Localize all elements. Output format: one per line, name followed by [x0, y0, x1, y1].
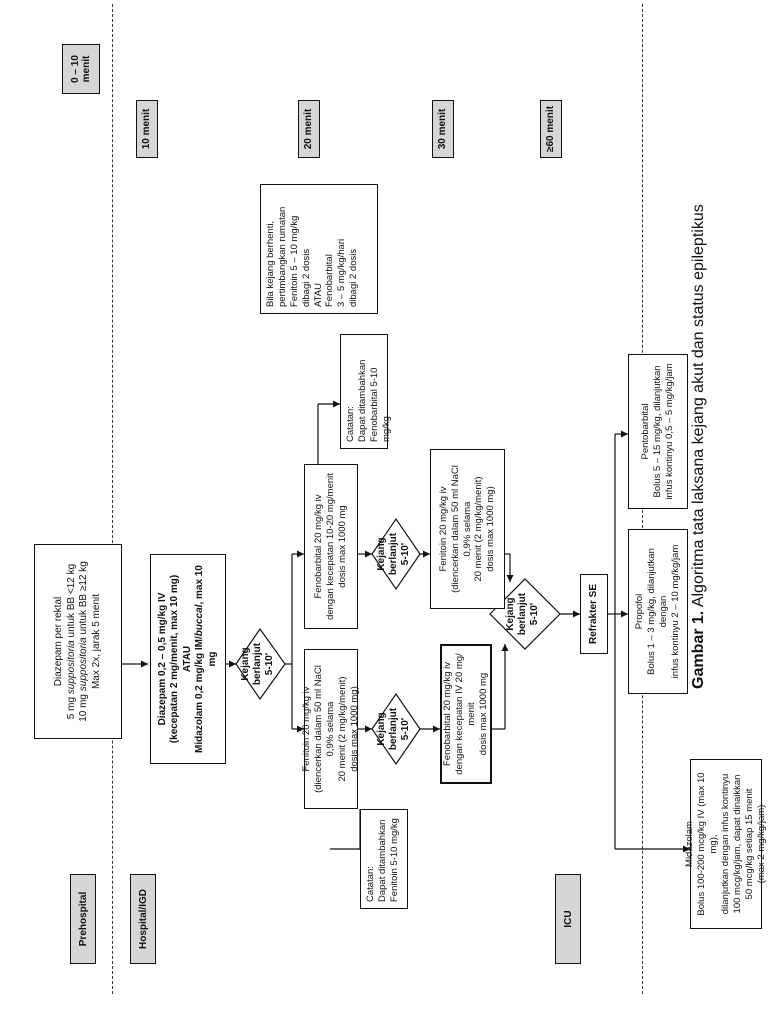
time-0-10: 0 – 10 menit [62, 44, 100, 94]
fen1-line4: dosis max 1000 mg) [348, 686, 360, 772]
hosp-line1: Diazepam 0,2 – 0,5 mg/kg IV [156, 592, 168, 726]
time-10: 10 menit [136, 100, 158, 158]
note-fb-line1: Dapat ditambahkan [356, 359, 368, 442]
decision-text-1: Kejang berlanjut 5-10' [240, 642, 275, 686]
fenobarbital-box-1: Fenobarbital 20 mg/kg iv dengan kecepata… [304, 464, 358, 629]
pre-line1c: untuk BB <12 kg [65, 563, 77, 641]
prop-title: Propofol [634, 593, 646, 630]
fen1-line2: (diencerkan dalam 50 ml NaCl 0,9% selama [313, 665, 337, 793]
fb2-line3: menit [466, 702, 477, 726]
mid-line1: Bolus 100-200 mcg/kg IV (max 10 mg), [696, 772, 720, 916]
stop-line3: dibagi 2 dosis [300, 248, 312, 307]
prehospital-diazepam-box: Diazepam per rektal 5 mg suppositoria un… [34, 544, 122, 739]
propofol-box: Propofol Bolus 1 – 3 mg/kg, dilanjutkan … [628, 529, 688, 694]
decision-diamond-4 [489, 578, 561, 650]
decision-text-4: Kejang berlanjut 5-10' [505, 592, 540, 636]
fb1-line1: Fenobarbital 20 mg/kg iv [313, 494, 325, 599]
fen2-line3: 20 menit (2 mg/kg/menit) [473, 476, 485, 582]
note-fb-title: Catatan: [345, 406, 356, 442]
stop-line2: Fenitoin 5 – 10 mg/kg [288, 215, 300, 307]
fen2-line1: Fenitoin 20 mg/kg iv [437, 486, 449, 572]
stop-maintenance-box: Bila kejang berhenti, pertimbangkan ruma… [260, 184, 378, 314]
fen1-line3: 20 menit (2 mg/kg/menit) [336, 676, 348, 782]
stop-title: Bila kejang berhenti, [265, 220, 276, 307]
mid-line4: 50 mcg/kg setiap 15 menit [743, 788, 755, 900]
note-fen-title: Catatan: [365, 866, 376, 902]
midazolam-box: Midazolam Bolus 100-200 mcg/kg IV (max 1… [684, 759, 767, 929]
stop-line5: Fenobarbital [324, 254, 336, 307]
note-fen-line1: Dapat ditambahkan [376, 819, 388, 902]
decision-diamond-3 [371, 517, 421, 591]
decision-text-3: Kejang berlanjut 5-10' [376, 532, 411, 576]
fenitoin-box-1: Fenitoin 20 mg/kg iv (diencerkan dalam 5… [301, 649, 360, 809]
pento-line2: infus kontinyu 0,5 – 5 mg/kg/jam [663, 363, 675, 500]
pre-line2a: 10 mg [78, 691, 89, 722]
hosp-line4b: buccal [194, 604, 206, 637]
pentobarbital-box: Pentobarbital Bolus 5 – 15 mg/kg, dilanj… [628, 354, 688, 509]
decision-diamond-2 [371, 692, 421, 766]
fen2-line2: (diencerkan dalam 50 ml NaCl 0,9% selama [449, 465, 473, 593]
time-60: ≥60 menit [540, 100, 562, 158]
pre-line2c: untuk BB ≥12 kg [78, 561, 89, 638]
time-20: 20 menit [298, 100, 320, 158]
stop-line6: 3 – 5 mg/kg/hari [336, 238, 348, 307]
fen2-line4: dosis max 1000 mg) [485, 486, 497, 572]
dash-line-prehospital [112, 4, 113, 994]
note-fen-line2: Fenitoin 5-10 mg/kg [388, 818, 400, 902]
mid-line2: dilanjutkan dengan infus kontinyu [720, 773, 732, 915]
note-fb-line2: Fenobarbital 5-10 mg/kg [368, 367, 392, 442]
pento-line1: Bolus 5 – 15 mg/kg, dilanjutkan [652, 365, 664, 498]
prop-line1: Bolus 1 – 3 mg/kg, dilanjutkan dengan [646, 548, 669, 675]
refrakter-se-box: Refrakter SE [580, 574, 608, 654]
mid-title: Midazolam [684, 821, 696, 867]
fenitoin-box-2: Fenitoin 20 mg/kg iv (diencerkan dalam 5… [430, 449, 505, 609]
stop-line7: dibagi 2 dosis [348, 248, 360, 307]
caption-text: Algoritma tata laksana kejang akut dan s… [690, 204, 707, 611]
pre-line3: Max 2x, jarak 5 menit [90, 593, 102, 690]
decision-diamond-1 [235, 627, 286, 701]
phase-hospital: Hospital/IGD [130, 874, 156, 964]
fb1-line3: dosis max 1000 mg [336, 505, 348, 588]
hosp-line4a: Midazolam 0,2 mg/kg IM/ [194, 636, 206, 753]
note-fenitoin-box: Catatan: Dapat ditambahkan Fenitoin 5-10… [360, 809, 408, 909]
phase-prehospital: Prehospital [70, 874, 96, 964]
pre-line2b: suppositoria [78, 637, 89, 692]
pre-line1a: 5 mg [65, 694, 77, 720]
hospital-diazepam-box: Diazepam 0,2 – 0,5 mg/kg IV (kecepatan 2… [150, 554, 226, 764]
pento-title: Pentobarbital [640, 403, 652, 460]
decision-text-2: Kejang berlanjut 5-10' [376, 707, 411, 751]
mid-line5: (max 2 mg/kg/jam) [755, 804, 767, 884]
fen1-line1: Fenitoin 20 mg/kg iv [301, 686, 313, 772]
figure-caption: Gambar 1. Algoritma tata laksana kejang … [690, 89, 714, 689]
fb2-line2: dengan kecepatan IV 20 mg/ [454, 653, 466, 775]
phase-icu: ICU [555, 874, 581, 964]
stop-line1: pertimbangkan rumatan [276, 206, 288, 307]
stop-line4: ATAU [312, 283, 324, 307]
hosp-line3: ATAU [181, 645, 193, 673]
caption-label: Gambar 1. [690, 610, 707, 689]
fb2-line4: dosis max 1000 mg [477, 672, 489, 756]
time-30: 30 menit [432, 100, 454, 158]
fb1-line2: dengan kecepatan 10-20 mg/menit [325, 473, 337, 620]
fenobarbital-box-2: Fenobarbital 20 mg/kg iv dengan kecepata… [440, 644, 492, 784]
fb2-line1: Fenobarbital 20 mg/kg iv [442, 661, 454, 767]
pre-line1b: suppositoria [65, 640, 77, 695]
hosp-line2: (kecepatan 2 mg/menit, max 10 mg) [169, 574, 181, 744]
mid-line3: 100 mcg/kg/jam, dapat dinaikkan [731, 774, 743, 914]
prop-line2: infus kontinyu 2 – 10 mg/kg/jam [669, 544, 681, 679]
prehospital-title: Diazepam per rektal [53, 596, 64, 687]
note-fenobarbital-box: Catatan: Dapat ditambahkan Fenobarbital … [340, 334, 392, 449]
